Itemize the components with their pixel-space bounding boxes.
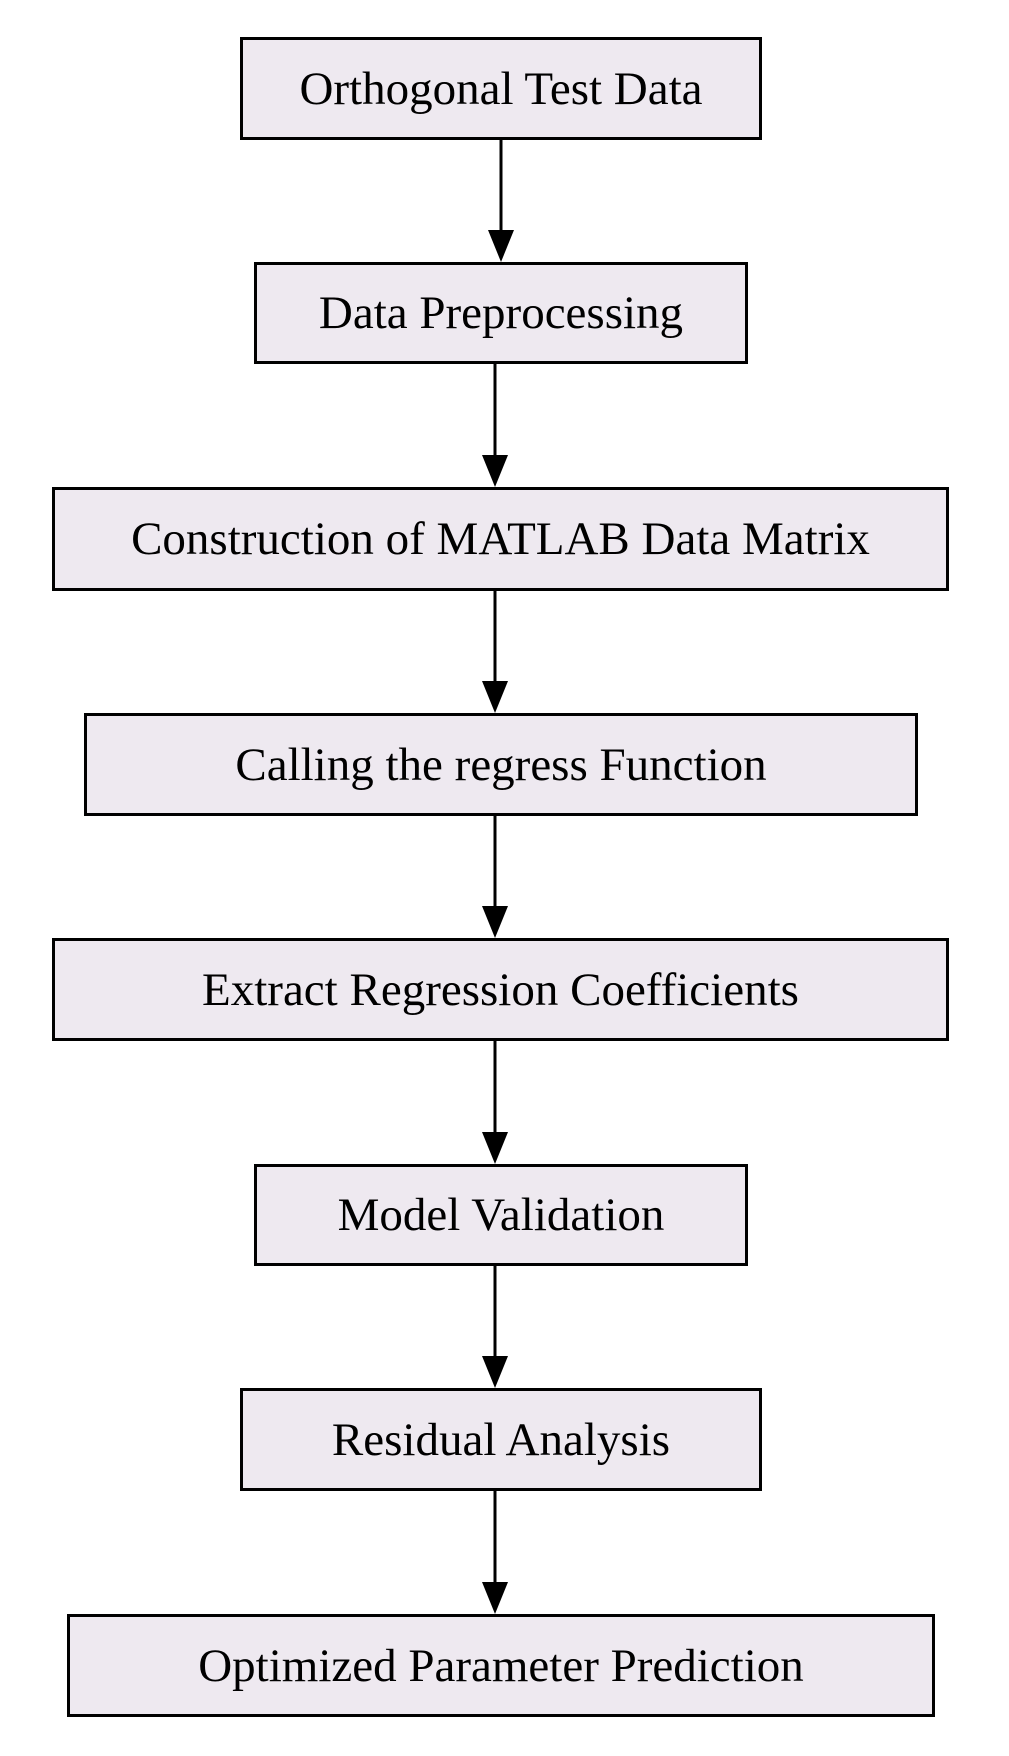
step-optimized-parameter-prediction: Optimized Parameter Prediction	[67, 1614, 935, 1717]
step-extract-coefficients: Extract Regression Coefficients	[52, 938, 949, 1041]
step-label: Extract Regression Coefficients	[202, 963, 799, 1016]
step-label: Residual Analysis	[331, 1413, 671, 1466]
step-label: Calling the regress Function	[235, 738, 767, 791]
arrowhead-4-5	[482, 906, 508, 938]
step-model-validation: Model Validation	[254, 1164, 748, 1266]
step-label: Optimized Parameter Prediction	[198, 1639, 804, 1692]
arrowhead-3-4	[482, 681, 508, 713]
arrowhead-1-2	[488, 230, 514, 262]
arrowhead-7-8	[482, 1582, 508, 1614]
step-orthogonal-test-data: Orthogonal Test Data	[240, 37, 762, 140]
arrowhead-5-6	[482, 1132, 508, 1164]
step-label: Construction of MATLAB Data Matrix	[131, 513, 870, 565]
step-residual-analysis: Residual Analysis	[240, 1388, 762, 1491]
arrowhead-2-3	[482, 455, 508, 487]
step-label: Model Validation	[337, 1189, 665, 1241]
step-construct-data-matrix: Construction of MATLAB Data Matrix	[52, 487, 949, 591]
arrowhead-6-7	[482, 1356, 508, 1388]
step-data-preprocessing: Data Preprocessing	[254, 262, 748, 364]
step-label: Orthogonal Test Data	[299, 62, 703, 115]
step-label: Data Preprocessing	[318, 287, 684, 339]
step-call-regress-function: Calling the regress Function	[84, 713, 918, 816]
